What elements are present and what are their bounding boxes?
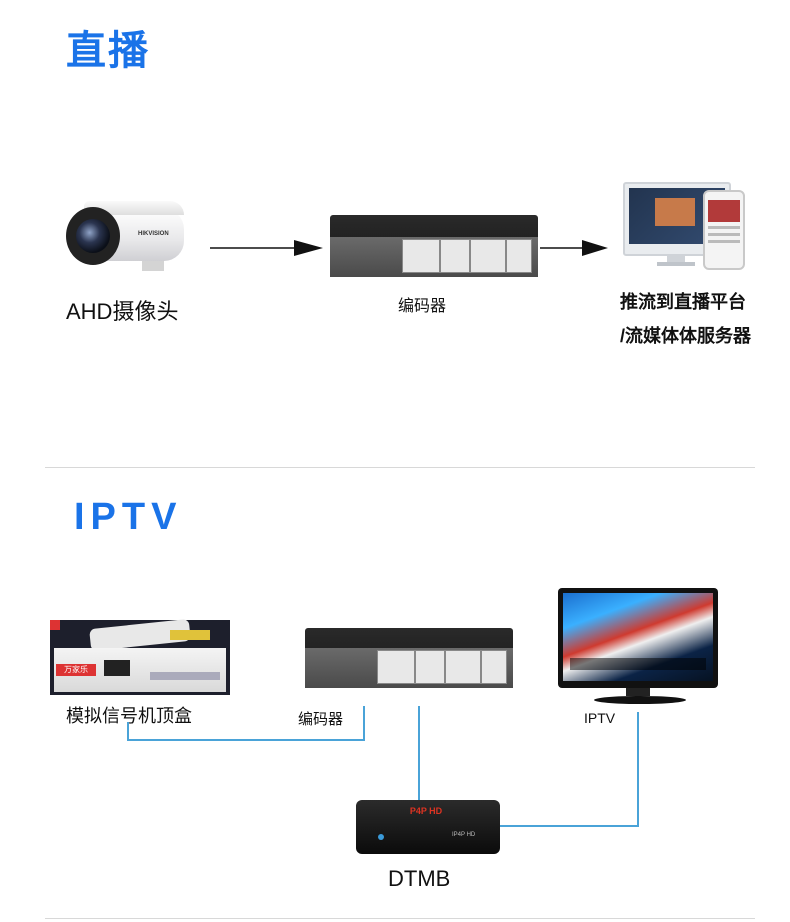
line-stb-to-encoder: [127, 706, 365, 741]
line-dtmb-to-tv: [500, 712, 639, 827]
stb-label: 模拟信号机顶盒: [66, 706, 192, 726]
dtmb-panel-label: IP4P HD: [452, 832, 476, 838]
iptv-television: [558, 588, 718, 710]
camera-brand: HIKVISION: [138, 231, 169, 237]
arrow-encoder-to-platform: [540, 240, 608, 256]
encoder-label-live: 编码器: [398, 298, 447, 315]
dtmb-label: DTMB: [388, 866, 451, 891]
section-divider: [45, 467, 755, 468]
streaming-platform-devices: [623, 182, 749, 272]
tv-label: IPTV: [584, 710, 616, 726]
encoder-label-iptv: 编码器: [298, 711, 344, 728]
arrow-camera-to-encoder: [210, 240, 323, 256]
encoder-device-iptv: [305, 628, 513, 688]
bottom-divider: [45, 918, 755, 919]
dtmb-brand: P4P HD: [409, 806, 443, 816]
platform-label-line1: 推流到直播平台: [620, 292, 746, 312]
camera-label: AHD摄像头: [66, 299, 179, 324]
camera-lens-icon: [76, 219, 110, 253]
ahd-camera: HIKVISION: [62, 195, 186, 275]
analog-set-top-box: 万家乐: [50, 618, 230, 695]
encoder-device: [330, 215, 538, 277]
platform-label-line2: /流媒体体服务器: [620, 326, 752, 346]
stb-brand: 万家乐: [56, 664, 96, 676]
dtmb-receiver: P4P HD IP4P HD: [356, 800, 500, 854]
section-title-iptv: IPTV: [74, 496, 183, 538]
section-title-live: 直播: [66, 29, 150, 73]
power-led-icon: [378, 834, 384, 840]
